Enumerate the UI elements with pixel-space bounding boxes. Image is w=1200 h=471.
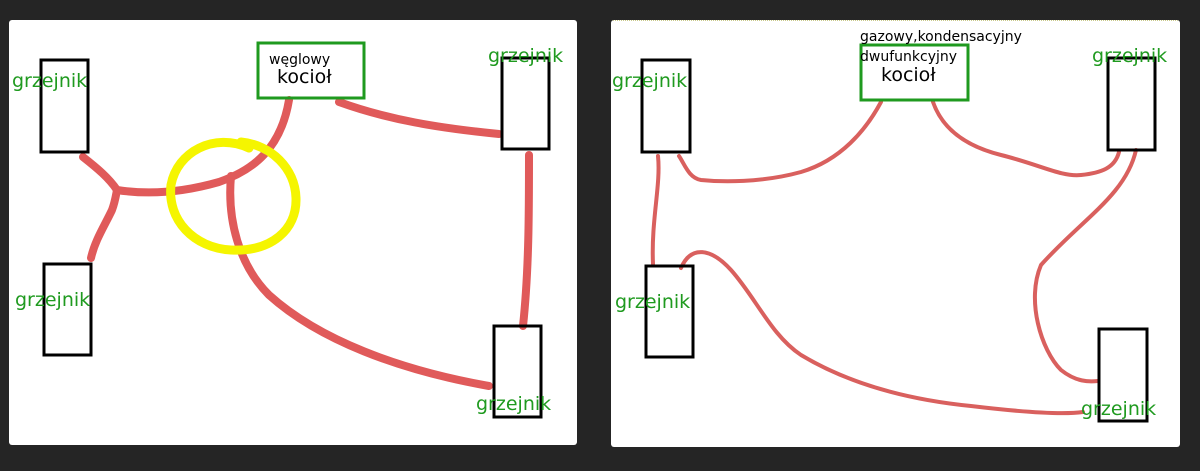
highlight-circle bbox=[166, 137, 301, 255]
radiator-label: grzejnik bbox=[612, 70, 687, 92]
radiator-bottom-left bbox=[42, 262, 93, 357]
pipe-bottom-left-to-bottom-right-radiator bbox=[679, 250, 1085, 416]
pipe-junction-to-boiler bbox=[113, 96, 293, 197]
radiator-label: grzejnik bbox=[615, 291, 690, 313]
boiler-subtype-label: dwufunkcyjny bbox=[860, 49, 957, 65]
dotted-border bbox=[611, 20, 1180, 21]
pipe-boiler-right-to-top-right-radiator bbox=[931, 100, 1121, 178]
pipe-top-left-to-bottom-left-radiator bbox=[650, 154, 661, 266]
pipe-top-left-radiator bbox=[79, 153, 121, 194]
boiler-name-label: kocioł bbox=[881, 64, 936, 86]
coal-boiler bbox=[256, 41, 366, 100]
coal-boiler-diagram-canvas: węglowy kocioł grzejnik grzejnik grzejni… bbox=[12, 41, 563, 419]
boiler-type-label: gazowy,kondensacyjny bbox=[860, 29, 1022, 45]
pipe-top-right-to-bottom-right-radiator bbox=[1032, 148, 1138, 384]
pipe-boiler-left-to-top-right-radiator bbox=[677, 100, 883, 184]
coal-boiler-diagram: węglowy kocioł grzejnik grzejnik grzejni… bbox=[9, 20, 577, 445]
gas-boiler-diagram-canvas: gazowy,kondensacyjny dwufunkcyjny kocioł… bbox=[612, 29, 1167, 423]
radiator-label: grzejnik bbox=[488, 45, 563, 67]
pipe-bottom-left-radiator bbox=[87, 186, 121, 262]
radiator-bottom-right bbox=[492, 324, 543, 419]
radiator-label: grzejnik bbox=[15, 289, 90, 311]
radiator-bottom-right bbox=[1097, 327, 1149, 423]
boiler-type-label: węglowy bbox=[269, 52, 330, 68]
radiator-label: grzejnik bbox=[12, 70, 87, 92]
radiator-label: grzejnik bbox=[476, 393, 551, 415]
radiator-top-right bbox=[500, 56, 551, 151]
pipe-return-to-bottom-right-radiator bbox=[226, 172, 493, 390]
gas-boiler bbox=[859, 43, 970, 102]
gas-boiler-diagram: gazowy,kondensacyjny dwufunkcyjny kocioł… bbox=[611, 20, 1180, 447]
radiator-top-left bbox=[39, 58, 90, 154]
radiator-label: grzejnik bbox=[1081, 398, 1156, 420]
boiler-name-label: kocioł bbox=[277, 66, 332, 88]
radiator-top-left bbox=[640, 58, 692, 154]
pipe-boiler-to-top-right-radiator bbox=[335, 98, 503, 138]
radiator-top-right bbox=[1106, 56, 1157, 152]
pipe-top-right-to-bottom-right-radiator bbox=[519, 151, 533, 330]
radiator-label: grzejnik bbox=[1092, 45, 1167, 67]
radiator-bottom-left bbox=[644, 264, 695, 359]
